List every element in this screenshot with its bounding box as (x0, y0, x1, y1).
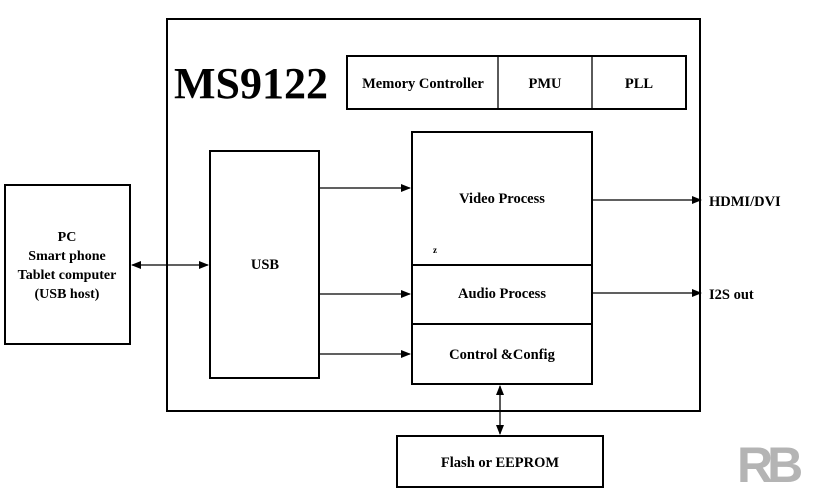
hdmi-dvi-label: HDMI/DVI (709, 194, 781, 210)
flash-eeprom-label: Flash or EEPROM (441, 455, 559, 471)
host-line-3: Tablet computer (18, 268, 117, 283)
control-config-label: Control &Config (449, 347, 555, 363)
top-block-row: Memory Controller PMU PLL (346, 55, 687, 110)
pmu-label: PMU (528, 76, 562, 92)
rb-logo: RB (737, 437, 807, 493)
video-mark: z (433, 245, 437, 255)
video-process-block (411, 131, 593, 266)
usb-block (209, 150, 320, 379)
top-block-frame (346, 55, 687, 110)
audio-process-label: Audio Process (458, 286, 546, 302)
control-config-block (411, 323, 593, 385)
host-box: PC Smart phone Tablet computer (USB host… (4, 184, 131, 345)
host-line-1: PC (58, 230, 77, 245)
video-process-label: Video Process (459, 191, 545, 207)
host-line-2: Smart phone (28, 249, 105, 264)
host-line-4: (USB host) (35, 287, 100, 302)
pll-label: PLL (625, 76, 654, 92)
host-frame (4, 184, 131, 345)
flash-eeprom-block (396, 435, 604, 488)
memory-controller-label: Memory Controller (362, 76, 484, 92)
chip-title: MS9122 (174, 59, 328, 108)
usb-label: USB (251, 257, 280, 273)
rb-logo-text: RB (737, 437, 801, 493)
audio-process-block (411, 264, 593, 325)
i2s-out-label: I2S out (709, 287, 754, 303)
